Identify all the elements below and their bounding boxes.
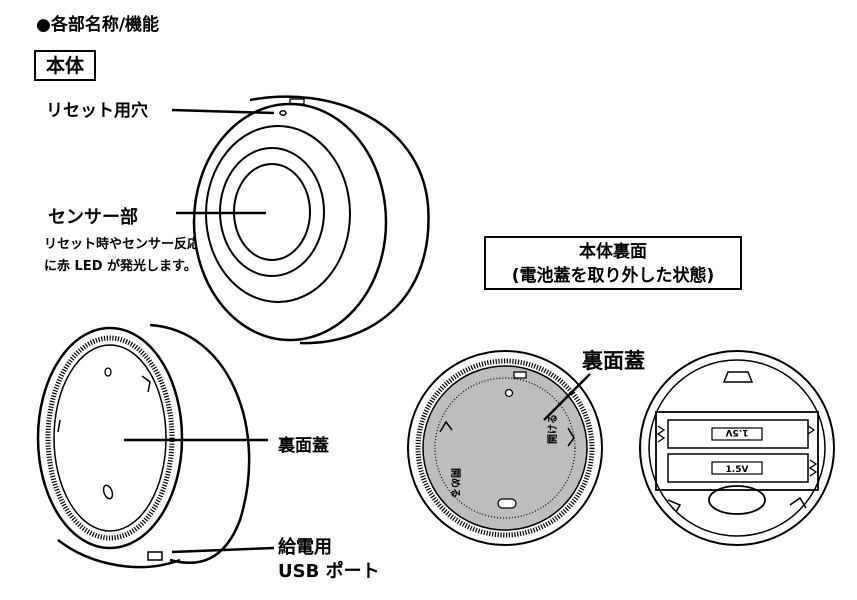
engraved-text-close: 開める [449,468,461,498]
sensor-label: センサー部 [48,207,138,228]
usb-leader-line [171,546,275,554]
usb-label-line1: 給電用 [278,537,332,558]
battery-label-1: 1.5V [726,427,749,437]
section-title: ●各部名称/機能 [36,15,160,35]
battery-label-2: 1.5V [726,465,749,475]
sensor-description: リセット時やセンサー反応時に赤 LED が発光します。 [44,237,214,274]
back-device-illustration [36,323,251,569]
back-cover-label-right: 裏面蓋 [582,349,645,373]
reset-leader-line [171,108,275,115]
bottom-view-title-box: 本体裏面 (電池蓋を取り外した状態) [484,236,742,290]
bottom-view-subtitle: (電池蓋を取り外した状態) [511,266,715,286]
bottom-view-no-cover [639,350,835,546]
reset-hole-label: リセット用穴 [46,101,148,121]
bottom-view-with-cover [407,350,603,546]
back-cover-leader-right [543,373,591,421]
back-cover-label-left: 裏面蓋 [278,436,329,456]
main-unit-label: 本体 [34,50,97,81]
engraved-text-open: 開ける [547,414,559,444]
front-device-illustration [192,95,430,345]
bottom-view-title: 本体裏面 [579,242,647,262]
usb-port-label: 給電用 USB ポート [278,536,380,584]
usb-label-line2: USB ポート [278,561,380,582]
